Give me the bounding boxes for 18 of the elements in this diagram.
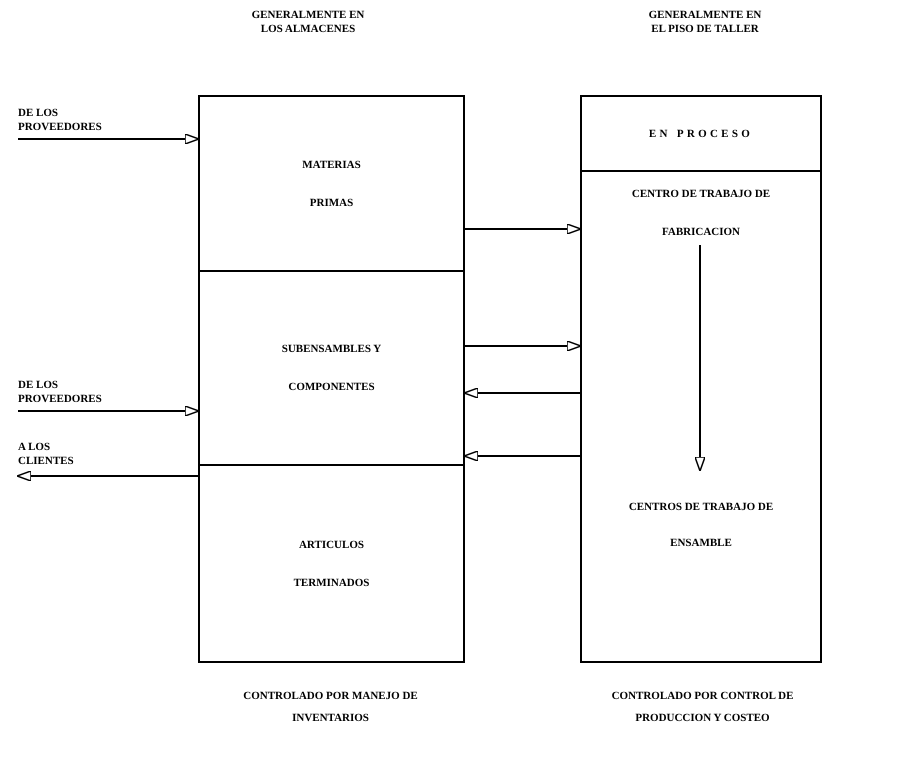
column-heading: GENERALMENTE EN EL PISO DE TALLER	[648, 8, 762, 36]
flow-arrow	[18, 405, 200, 417]
control-note: CONTROLADO POR CONTROL DE PRODUCCION Y COSTEO	[610, 689, 794, 726]
flow-arrow	[465, 223, 582, 235]
flow-arrow	[463, 450, 580, 462]
flow-label: DE LOS PROVEEDORES	[18, 378, 133, 411]
flow-arrow	[465, 340, 582, 352]
flow-arrow	[694, 245, 706, 472]
work-center-label: CENTROS DE TRABAJO DE ENSAMBLE	[590, 470, 812, 580]
flow-arrow	[463, 387, 580, 399]
control-note: CONTROLADO POR MANEJO DE INVENTARIOS	[242, 689, 419, 726]
flow-arrow	[16, 470, 198, 482]
storage-box	[580, 95, 822, 663]
flow-label: DE LOS PROVEEDORES	[18, 106, 133, 139]
work-center-label: CENTRO DE TRABAJO DE FABRICACION	[590, 180, 812, 245]
column-heading: GENERALMENTE EN LOS ALMACENES	[250, 8, 366, 36]
flow-arrow	[18, 133, 200, 145]
flow-label: A LOS CLIENTES	[18, 440, 93, 476]
